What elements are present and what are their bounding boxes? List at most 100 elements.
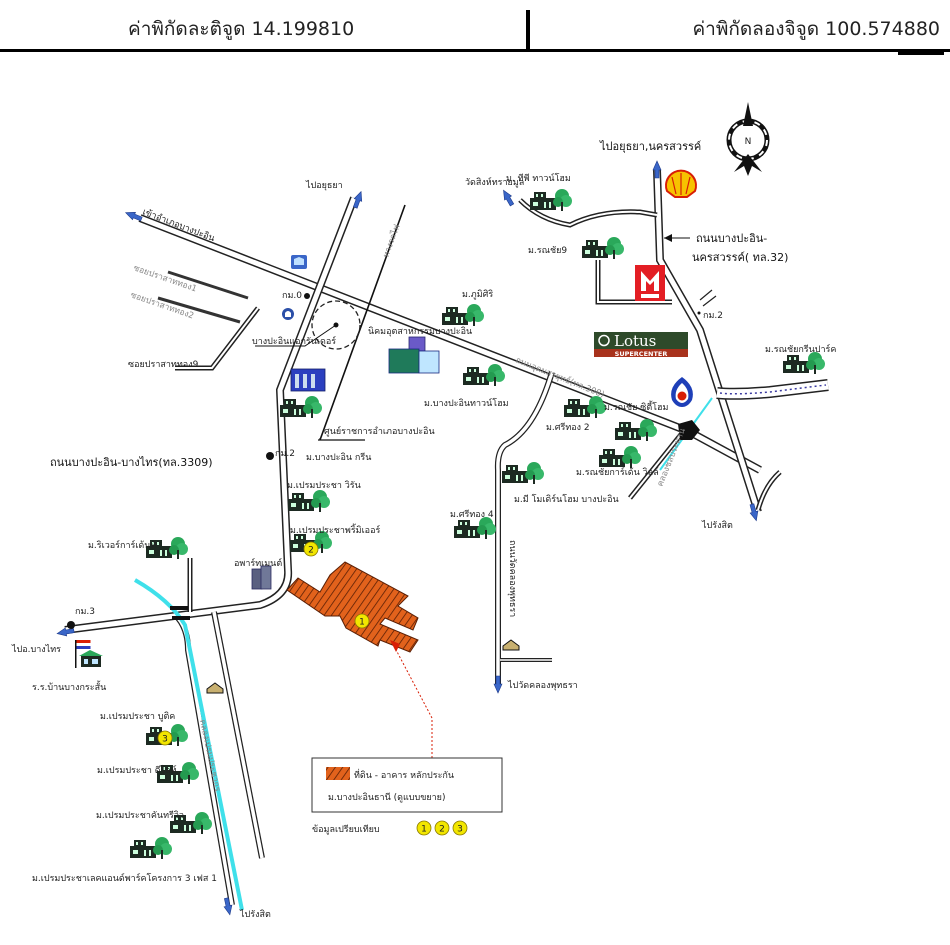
label-village: ม.รณชัยกรีนปาร์ค — [765, 343, 836, 355]
village-icon — [130, 837, 172, 859]
comparables-legend: ข้อมูลเปรียบเทียบ 1 2 3 — [312, 820, 468, 836]
railway-line — [319, 204, 406, 441]
golf-area-circle — [311, 300, 361, 350]
interchange-icon — [678, 420, 700, 440]
label-village: ม.เปรมประชา ดีไลท์ — [97, 764, 177, 776]
village-icon — [582, 237, 624, 259]
label-village: ม.มี โมเดิร์นโฮม บางปะอิน — [514, 493, 619, 505]
arrow-to-wat-sing-icon — [499, 187, 516, 208]
school-icon — [75, 640, 103, 668]
comparable-3-marker: 3 — [157, 730, 173, 746]
label-village: ม.ศรีทอง 2 — [546, 422, 590, 433]
lotus-supercenter-text: SUPERCENTER — [615, 350, 668, 358]
lotus-logo-text: Lotus — [614, 332, 656, 350]
overpass-marks — [699, 289, 717, 307]
label-to-rangsit-bottom: ไปรังสิต — [239, 909, 271, 920]
house-icon — [502, 639, 520, 651]
map-legend: ที่ดิน - อาคาร หลักประกัน ม.บางปะอินธานี… — [311, 757, 503, 813]
km-3-label: กม.3 — [75, 607, 95, 617]
label-bangpain-bangsai-road: ถนนบางปะอิน-บางไทร(ทล.3309) — [50, 456, 213, 469]
header-divider — [526, 10, 530, 52]
label-to-rangsit-right: ไปรังสิต — [701, 520, 733, 531]
village-icon — [599, 446, 641, 468]
bridge-icon — [170, 606, 188, 610]
label-highway-32-line2: นครสวรรค์( ทล.32) — [692, 251, 788, 264]
subject-pointer-arrow — [390, 640, 400, 652]
police-station-icon — [282, 308, 294, 320]
legend-subject-line2: ม.บางปะอินธานี (ดูแบบขยาย) — [328, 792, 445, 803]
village-icon — [783, 352, 825, 374]
bridge-icon — [172, 616, 190, 620]
comparable-3-badge: 3 — [457, 825, 463, 835]
longitude-label: ค่าพิกัดลองจิจูด 100.574880 — [692, 18, 940, 40]
road-to-ayutthaya — [64, 196, 358, 634]
road-sois — [157, 270, 260, 371]
label-industrial-estate: นิคมอุตสาหกรรมบางปะอิน — [368, 326, 472, 337]
road-wat-sing — [518, 198, 658, 228]
latitude-label: ค่าพิกัดละติจูด 14.199810 — [128, 18, 355, 40]
subject-pointer-line — [393, 645, 433, 762]
apartment-icon — [251, 565, 272, 590]
km-2-right-label: กม.2 — [703, 311, 723, 321]
subject-property-plot — [286, 561, 419, 653]
header-underline-accent — [898, 52, 944, 55]
label-school: ร.ร.บ้านบางกระสั้น — [32, 680, 106, 693]
comparable-2-badge: 2 — [439, 825, 445, 835]
industrial-building-icon — [388, 336, 440, 374]
label-village: ม.รณชัย ซิตี้โฮม — [604, 400, 669, 413]
north-compass-icon: N — [726, 102, 770, 176]
bank-icon — [291, 255, 307, 269]
label-to-ayutthaya: ไปอยุธยา — [305, 180, 343, 191]
village-icon — [615, 419, 657, 441]
map-labels: ไปอยุธยา ไปอยุธยา,นครสวรรค์ ถนนบางปะอิน-… — [11, 140, 836, 920]
coordinate-header: ค่าพิกัดละติจูด 14.199810 ค่าพิกัดลองจิจ… — [0, 0, 950, 55]
km-marker-dot — [266, 452, 274, 460]
village-icon — [454, 517, 496, 539]
ptt-logo-icon — [671, 377, 693, 407]
comparables-label: ข้อมูลเปรียบเทียบ — [312, 824, 380, 835]
label-village: ม.ภูมิศิริ — [462, 289, 493, 300]
label-village: ม.บางปะอินทาวน์โฮม — [424, 397, 509, 409]
label-village: ม.เปรมประชา วิรัน — [287, 480, 361, 491]
label-udomsorayuth-road: ถนนอุดมสรยุทธ์(ทล.308) — [514, 355, 606, 401]
isuzu-logo-icon — [635, 265, 665, 301]
village-icon — [442, 304, 484, 326]
label-village: ม. ทีพี ทาวน์โฮม — [506, 172, 571, 184]
label-to-wat-khlong-phutsa: ไปวัดคลองพุทธรา — [507, 680, 578, 691]
shell-logo-icon — [665, 169, 697, 198]
label-wat-sing: วัดสิงห์ทรายมูล — [465, 176, 524, 188]
label-apartment: อพาร์ทเมนต์ — [234, 557, 282, 569]
label-village: ม.ริเวอร์การ์เด้นท์ — [88, 539, 156, 551]
km-marker-dot — [304, 293, 310, 299]
road-highway-32 — [653, 169, 762, 514]
label-village: ม.บางปะอิน กรีน — [306, 452, 371, 463]
village-icon — [280, 396, 322, 418]
svg-text:1: 1 — [359, 618, 365, 628]
svg-text:3: 3 — [162, 735, 168, 745]
village-icon — [502, 462, 544, 484]
label-to-nakhonsawan: ไปอยุธยา,นครสวรรค์ — [599, 140, 701, 153]
label-village: ม.รณชัยการ์เด้น วิลล์ — [576, 466, 659, 478]
subject-marker: 1 — [354, 613, 370, 629]
location-map: N Lotus SUPERCENTER — [11, 102, 836, 920]
comparable-1-badge: 1 — [421, 825, 427, 835]
lotus-logo: Lotus SUPERCENTER — [594, 332, 688, 358]
label-district-office: ศูนย์ราชการอำเภอบางปะอิน — [324, 425, 435, 437]
legend-subject-line1: ที่ดิน - อาคาร หลักประกัน — [354, 768, 454, 781]
north-label: N — [745, 137, 752, 147]
label-soi-9: ซอยปราสาททอง9 — [128, 360, 199, 370]
label-wat-phut-road: ถนนวัดคลองพุทธรา — [507, 540, 517, 617]
label-village: ม.เปรมประชาพริ้มิเออร์ — [290, 523, 380, 536]
house-icon — [206, 682, 224, 694]
km-0-label: กม.0 — [282, 291, 302, 301]
svg-text:2: 2 — [308, 546, 314, 556]
subject-swatch — [326, 767, 350, 780]
km-marker-dot — [697, 311, 701, 315]
village-icon — [288, 490, 330, 512]
canal-prem-prachakorn — [134, 578, 244, 911]
header-underline — [0, 49, 950, 52]
road-lower-right — [628, 430, 782, 511]
label-railway: ทางรถไฟ — [380, 223, 402, 259]
label-village: ม.รณชัย9 — [528, 246, 567, 256]
label-bangpain-grandeur: บางปะอินแอกรันเดอร์ — [252, 335, 336, 347]
